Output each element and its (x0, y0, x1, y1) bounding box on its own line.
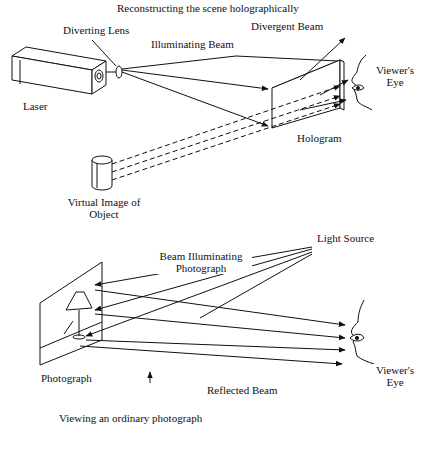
label: Diverting Lens (62, 24, 130, 36)
lens (116, 66, 122, 78)
photograph-plane (40, 262, 102, 365)
hologram-plate (272, 60, 344, 128)
label: Laser (22, 100, 48, 112)
lamp (64, 292, 92, 339)
label: Light Source (316, 232, 375, 244)
label: Reflected Beam (206, 384, 279, 396)
label: Divergent Beam (250, 20, 324, 32)
laser (12, 47, 106, 94)
label: Hologram (296, 132, 343, 144)
leader-line (150, 372, 151, 383)
label: Viewer's Eye (372, 364, 418, 388)
label: Reconstructing the scene holographically (116, 2, 300, 14)
label: Photograph (40, 372, 93, 384)
label: Viewer's Eye (372, 64, 418, 88)
label: Beam Illuminating Photograph (150, 250, 252, 274)
viewer-face (351, 300, 374, 364)
label: Illuminating Beam (150, 38, 235, 50)
virtual-image (92, 156, 112, 190)
label: Virtual Image of Object (64, 196, 144, 220)
viewer-face (352, 55, 372, 110)
label: Viewing an ordinary photograph (58, 412, 203, 424)
leader-line (92, 40, 116, 66)
